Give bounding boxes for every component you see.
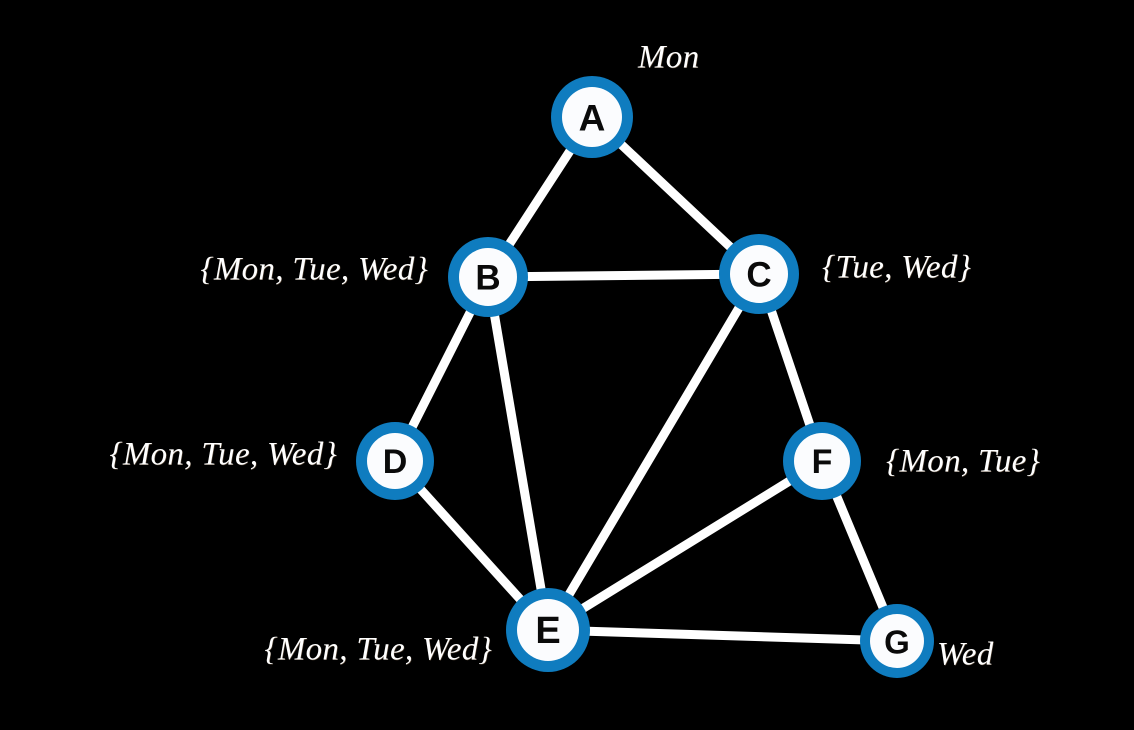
domain-label-f: {Mon, Tue}	[886, 443, 1041, 480]
node-b-fill	[459, 248, 517, 306]
node-c-letter: C	[746, 256, 771, 295]
domain-label-c: {Tue, Wed}	[822, 249, 972, 286]
node-g-fill	[870, 614, 924, 668]
domain-label-e: {Mon, Tue, Wed}	[264, 631, 492, 668]
node-f[interactable]: F	[783, 422, 861, 500]
domain-label-d: {Mon, Tue, Wed}	[109, 436, 337, 473]
node-a[interactable]: A	[551, 76, 633, 158]
node-b[interactable]: B	[448, 237, 528, 317]
node-b-letter: B	[475, 259, 500, 298]
edge-b-e	[483, 272, 553, 635]
edge-c-e	[543, 269, 764, 635]
node-g-letter: G	[884, 624, 910, 661]
node-a-fill	[562, 87, 622, 147]
node-e[interactable]: E	[506, 588, 590, 672]
node-c-fill	[730, 245, 788, 303]
edge-b-c	[483, 269, 764, 282]
edge-e-f	[543, 456, 827, 635]
node-d[interactable]: D	[356, 422, 434, 500]
node-d-fill	[367, 433, 423, 489]
domain-label-g: Wed	[937, 636, 994, 673]
node-d-letter: D	[383, 443, 408, 481]
node-f-fill	[794, 433, 850, 489]
node-e-fill	[517, 599, 579, 661]
domain-label-b: {Mon, Tue, Wed}	[200, 251, 428, 288]
edge-e-g	[543, 625, 902, 646]
nodes-layer: A B C D E F G	[356, 76, 934, 678]
node-e-letter: E	[535, 610, 560, 652]
node-f-letter: F	[812, 443, 833, 481]
node-g[interactable]: G	[860, 604, 934, 678]
domain-label-a: Mon	[638, 39, 700, 76]
node-a-letter: A	[579, 98, 606, 139]
edges-layer	[390, 112, 902, 646]
node-c[interactable]: C	[719, 234, 799, 314]
